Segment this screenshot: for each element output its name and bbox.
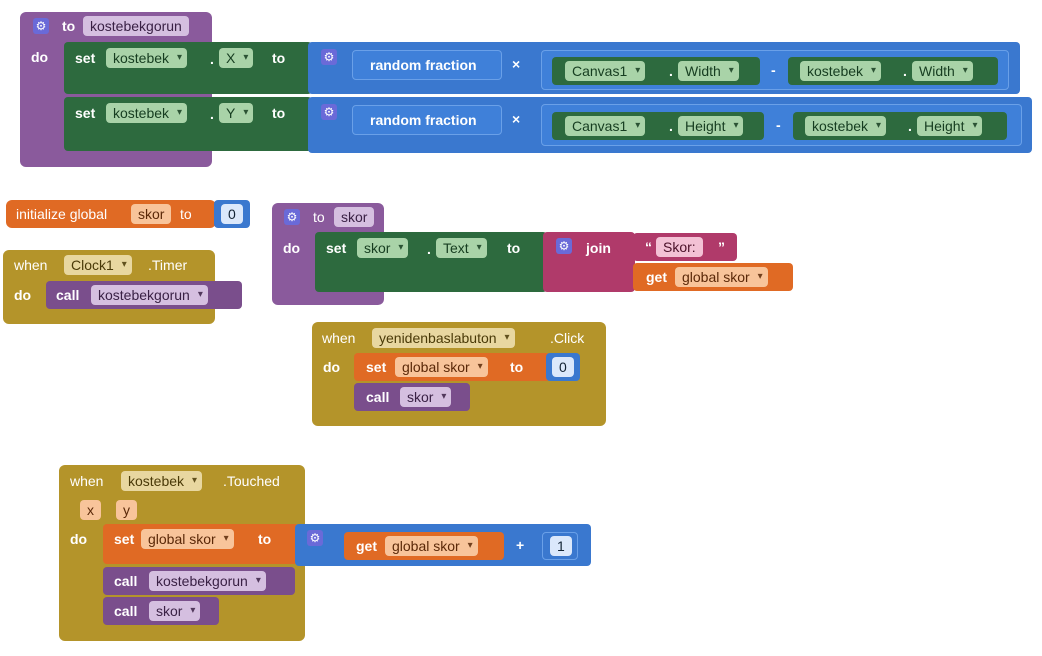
number-value[interactable]: 1: [550, 536, 572, 556]
gear-icon[interactable]: ⚙: [284, 209, 300, 225]
set-keyword: set: [326, 240, 347, 256]
property-dropdown[interactable]: Height: [678, 116, 744, 136]
number-value[interactable]: 0: [221, 204, 243, 224]
procedure-dropdown[interactable]: kostebekgorun: [91, 285, 208, 305]
random-fraction-block[interactable]: [352, 105, 502, 135]
property-dropdown[interactable]: Width: [912, 61, 973, 81]
multiply-operator: ×: [512, 56, 521, 72]
to-keyword: to: [510, 359, 524, 375]
minus-operator: -: [771, 62, 776, 78]
procedure-name-field[interactable]: skor: [334, 207, 375, 227]
call-keyword: call: [56, 287, 80, 303]
initialize-global-label: initialize global: [16, 206, 108, 222]
variable-name-field[interactable]: skor: [131, 204, 172, 224]
procedure-dropdown[interactable]: kostebekgorun: [149, 571, 266, 591]
initialize-global-block[interactable]: [6, 200, 216, 228]
dot: .: [210, 106, 214, 122]
property-dropdown[interactable]: Height: [917, 116, 983, 136]
gear-icon[interactable]: ⚙: [556, 238, 572, 254]
quote-close: ”: [718, 239, 725, 255]
call-keyword: call: [114, 573, 138, 589]
component-dropdown[interactable]: kostebek: [106, 103, 188, 123]
component-dropdown[interactable]: skor: [357, 238, 409, 258]
param-y[interactable]: y: [116, 500, 137, 520]
call-keyword: call: [114, 603, 138, 619]
to-keyword: to: [180, 206, 192, 222]
component-dropdown[interactable]: kostebek: [121, 471, 203, 491]
variable-dropdown[interactable]: global skor: [675, 267, 768, 287]
quote-open: “: [645, 239, 652, 255]
get-keyword: get: [356, 538, 377, 554]
dot: .: [669, 118, 673, 134]
to-keyword: to: [272, 105, 286, 121]
dot: .: [903, 63, 907, 79]
multiply-operator: ×: [512, 111, 521, 127]
gear-icon[interactable]: ⚙: [321, 104, 337, 120]
component-dropdown[interactable]: Canvas1: [565, 116, 646, 136]
variable-dropdown[interactable]: global skor: [395, 357, 488, 377]
random-fraction-block[interactable]: [352, 50, 502, 80]
component-dropdown[interactable]: kostebek: [800, 61, 882, 81]
get-keyword: get: [646, 269, 667, 285]
to-keyword: to: [62, 18, 76, 34]
event-name: .Touched: [223, 473, 280, 489]
event-name: .Click: [550, 330, 585, 346]
variable-dropdown[interactable]: global skor: [385, 536, 478, 556]
component-dropdown[interactable]: kostebek: [106, 48, 188, 68]
dot: .: [908, 118, 912, 134]
number-value[interactable]: 0: [552, 357, 574, 377]
gear-icon[interactable]: ⚙: [33, 18, 49, 34]
procedure-dropdown[interactable]: skor: [149, 601, 201, 621]
call-keyword: call: [366, 389, 390, 405]
property-dropdown[interactable]: X: [219, 48, 254, 68]
property-dropdown[interactable]: Width: [678, 61, 739, 81]
property-dropdown[interactable]: Y: [219, 103, 254, 123]
to-keyword: to: [507, 240, 521, 256]
plus-operator: +: [516, 537, 525, 553]
set-skor-text-block[interactable]: [315, 232, 547, 292]
when-keyword: when: [70, 473, 104, 489]
to-keyword: to: [258, 531, 272, 547]
component-dropdown[interactable]: yenidenbaslabuton: [372, 328, 515, 348]
to-keyword: to: [313, 209, 325, 225]
when-keyword: when: [322, 330, 356, 346]
do-keyword: do: [31, 49, 49, 65]
gear-icon[interactable]: ⚙: [321, 49, 337, 65]
do-keyword: do: [14, 287, 32, 303]
variable-dropdown[interactable]: global skor: [141, 529, 234, 549]
component-dropdown[interactable]: Clock1: [64, 255, 132, 275]
component-dropdown[interactable]: kostebek: [805, 116, 887, 136]
random-fraction-label: random fraction: [370, 112, 477, 128]
component-dropdown[interactable]: Canvas1: [565, 61, 646, 81]
set-keyword: set: [75, 105, 96, 121]
param-x[interactable]: x: [80, 500, 101, 520]
when-keyword: when: [14, 257, 48, 273]
join-label: join: [586, 240, 611, 256]
set-keyword: set: [75, 50, 96, 66]
gear-icon[interactable]: ⚙: [307, 530, 323, 546]
to-keyword: to: [272, 50, 286, 66]
property-dropdown[interactable]: Text: [436, 238, 487, 258]
do-keyword: do: [323, 359, 341, 375]
random-fraction-label: random fraction: [370, 57, 477, 73]
do-keyword: do: [70, 531, 88, 547]
procedure-dropdown[interactable]: skor: [400, 387, 452, 407]
dot: .: [210, 51, 214, 67]
text-value[interactable]: Skor:: [656, 237, 703, 257]
set-keyword: set: [366, 359, 387, 375]
minus-operator: -: [776, 117, 781, 133]
dot: .: [669, 63, 673, 79]
event-name: .Timer: [148, 257, 188, 273]
do-keyword: do: [283, 240, 301, 256]
dot: .: [427, 241, 431, 257]
set-keyword: set: [114, 531, 135, 547]
procedure-name-field[interactable]: kostebekgorun: [83, 16, 189, 36]
